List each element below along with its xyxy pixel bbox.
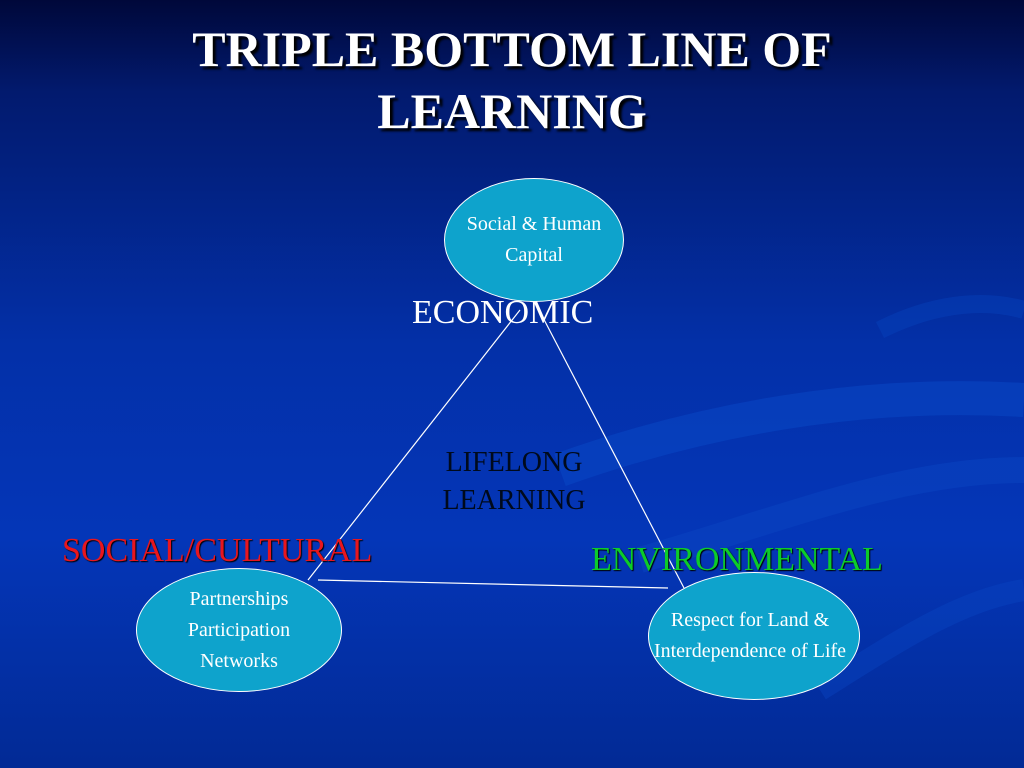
label-social-cultural: SOCIAL/CULTURAL: [62, 532, 373, 569]
node-top-line-2: Capital: [505, 244, 563, 266]
center-line-1: LIFELONG: [445, 447, 583, 478]
node-right-line-1: Respect for Land &: [670, 609, 830, 631]
node-social-human-capital: Social & Human Capital: [444, 178, 624, 302]
connector-top-left: [307, 309, 521, 581]
center-label-lifelong-learning: LIFELONG LEARNING: [400, 444, 628, 520]
node-right-line-2: Interdependence of Life: [653, 640, 847, 662]
slide-title-line-1: TRIPLE BOTTOM LINE OF: [192, 21, 832, 77]
label-economic: ECONOMIC: [412, 294, 594, 331]
node-partnerships: Partnerships Participation Networks: [136, 568, 342, 692]
connector-top-right: [537, 307, 685, 589]
node-left-line-3: Networks: [200, 649, 278, 672]
node-top-line-1: Social & Human: [466, 213, 602, 235]
center-line-2: LEARNING: [442, 485, 586, 516]
slide-title-line-2: LEARNING: [377, 83, 647, 139]
label-environmental: ENVIRONMENTAL: [591, 541, 883, 578]
node-left-line-2: Participation: [187, 618, 291, 641]
slide-title: TRIPLE BOTTOM LINE OF LEARNING: [0, 18, 1024, 142]
connector-left-right: [317, 579, 669, 589]
node-respect-for-land: Respect for Land & Interdependence of Li…: [648, 572, 860, 700]
node-left-line-1: Partnerships: [189, 587, 289, 610]
